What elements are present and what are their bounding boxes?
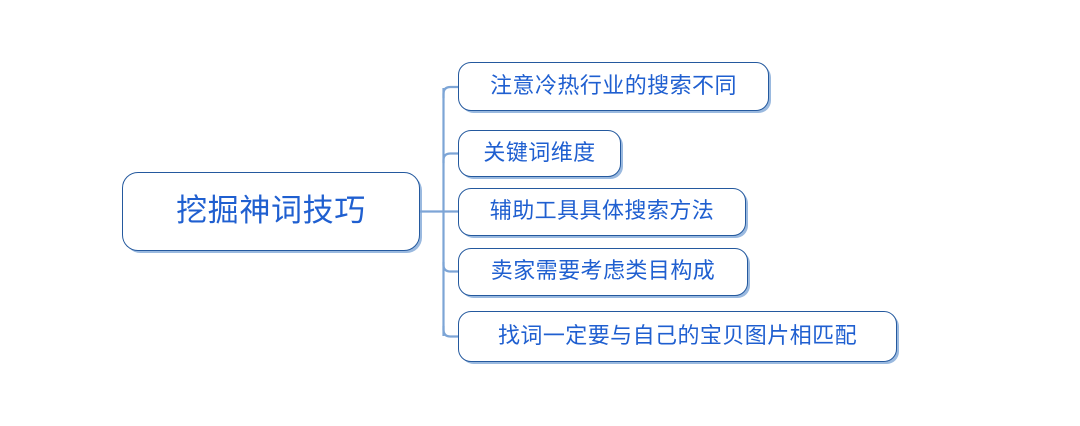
mindmap-child-node-4[interactable]: 卖家需要考虑类目构成 <box>458 248 748 296</box>
root-node-label: 挖掘神词技巧 <box>176 193 366 229</box>
mindmap-root-node[interactable]: 挖掘神词技巧 <box>122 172 420 251</box>
mindmap-child-node-2[interactable]: 关键词维度 <box>458 130 621 177</box>
child-node-label: 卖家需要考虑类目构成 <box>490 259 716 284</box>
mindmap-child-node-1[interactable]: 注意冷热行业的搜索不同 <box>458 62 769 111</box>
child-node-label: 关键词维度 <box>483 140 596 166</box>
connector-branch-3 <box>442 260 460 273</box>
mindmap-child-node-5[interactable]: 找词一定要与自己的宝贝图片相匹配 <box>458 311 897 362</box>
connector-branch-4 <box>442 324 460 338</box>
connector-branch-1 <box>442 152 460 165</box>
child-node-label: 辅助工具具体搜索方法 <box>489 199 715 224</box>
connector-branch-0 <box>442 85 460 100</box>
mindmap-child-node-3[interactable]: 辅助工具具体搜索方法 <box>458 188 746 236</box>
child-node-label: 注意冷热行业的搜索不同 <box>490 73 737 99</box>
child-node-label: 找词一定要与自己的宝贝图片相匹配 <box>497 323 858 349</box>
